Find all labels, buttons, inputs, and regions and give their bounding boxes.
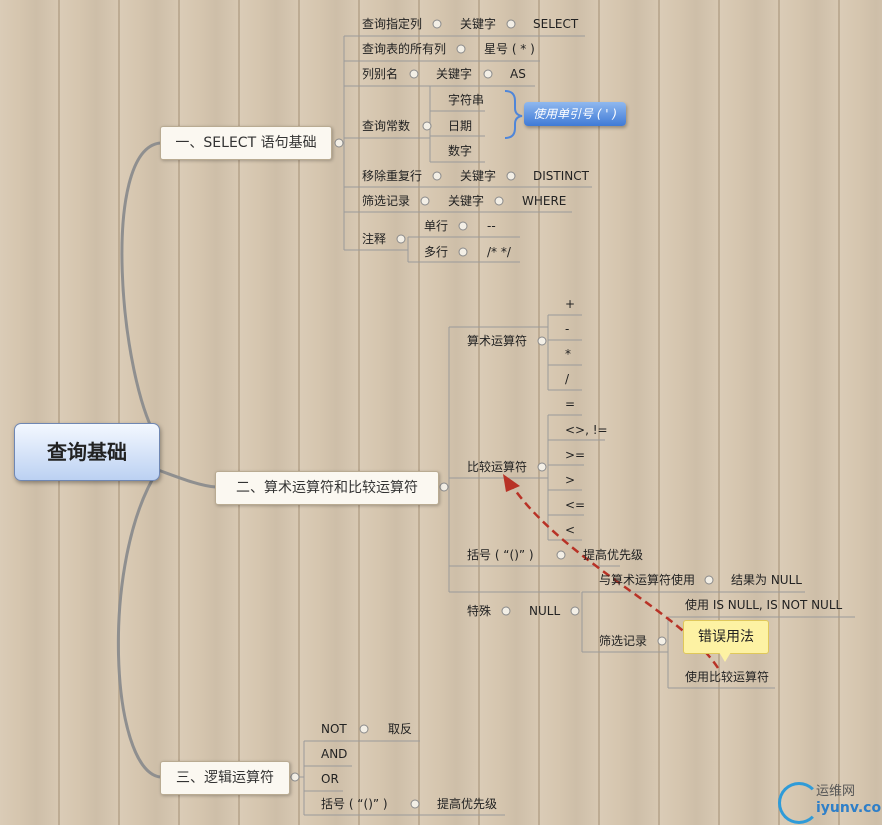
raise-priority-label[interactable]: 提高优先级	[583, 548, 644, 562]
column-alias-label[interactable]: 列别名	[362, 67, 399, 81]
query-constants-label[interactable]: 查询常数	[362, 119, 411, 133]
minus-operator[interactable]: -	[565, 322, 570, 336]
special-label[interactable]: 特殊	[467, 604, 492, 618]
asterisk-label[interactable]: 星号 ( * )	[484, 42, 535, 56]
branch-select-basics[interactable]: 一、SELECT 语句基础	[160, 126, 332, 160]
greater-operator[interactable]: >	[565, 473, 576, 487]
select-columns-label[interactable]: 查询指定列	[362, 17, 423, 31]
keyword-label[interactable]: 关键字	[460, 169, 497, 183]
single-quote-callout[interactable]: 使用单引号 ( ' )	[524, 102, 626, 126]
remove-duplicates-label[interactable]: 移除重复行	[362, 169, 423, 183]
branch-operators[interactable]: 二、算术运算符和比较运算符	[215, 471, 439, 505]
watermark-cn: 运维网	[816, 784, 856, 799]
keyword-label[interactable]: 关键字	[448, 194, 485, 208]
is-null-label[interactable]: 使用 IS NULL, IS NOT NULL	[685, 598, 843, 612]
use-comparison-label[interactable]: 使用比较运算符	[685, 670, 770, 684]
not-equal-operator[interactable]: <>, !=	[565, 423, 608, 437]
watermark-logo: 运维网 iyunv.com	[776, 778, 882, 824]
result-null-label[interactable]: 结果为 NULL	[731, 573, 802, 587]
negation-label[interactable]: 取反	[388, 722, 413, 736]
logical-raise-priority-label[interactable]: 提高优先级	[437, 797, 498, 811]
watermark-en: iyunv.com	[816, 800, 882, 816]
where-keyword[interactable]: WHERE	[522, 194, 567, 208]
parentheses-label[interactable]: 括号 ( “()” )	[467, 548, 534, 562]
not-keyword[interactable]: NOT	[321, 722, 347, 736]
less-equal-operator[interactable]: <=	[565, 498, 586, 512]
equal-operator[interactable]: =	[565, 397, 576, 411]
root-node[interactable]: 查询基础	[14, 423, 160, 481]
logo-ring-icon	[778, 782, 820, 824]
filter-records-label[interactable]: 筛选记录	[362, 194, 411, 208]
keyword-label[interactable]: 关键字	[460, 17, 497, 31]
single-line-syntax[interactable]: --	[487, 219, 496, 233]
comparison-operators-label[interactable]: 比较运算符	[467, 460, 528, 474]
with-arithmetic-label[interactable]: 与算术运算符使用	[599, 573, 696, 587]
divide-operator[interactable]: /	[565, 372, 570, 386]
greater-equal-operator[interactable]: >=	[565, 448, 586, 462]
multi-line-syntax[interactable]: /* */	[487, 245, 511, 259]
date-constant[interactable]: 日期	[448, 119, 473, 133]
note-tail	[719, 652, 731, 662]
and-keyword[interactable]: AND	[321, 747, 348, 761]
less-operator[interactable]: <	[565, 523, 576, 537]
null-label[interactable]: NULL	[529, 604, 561, 618]
filter-records-null-label[interactable]: 筛选记录	[599, 634, 648, 648]
string-constant[interactable]: 字符串	[448, 93, 485, 107]
multi-line-label[interactable]: 多行	[424, 245, 449, 259]
logical-parentheses-label[interactable]: 括号 ( “()” )	[321, 797, 388, 811]
number-constant[interactable]: 数字	[448, 144, 473, 158]
plus-operator[interactable]: +	[565, 297, 576, 311]
select-all-columns-label[interactable]: 查询表的所有列	[362, 42, 447, 56]
keyword-label[interactable]: 关键字	[436, 67, 473, 81]
single-line-label[interactable]: 单行	[424, 219, 449, 233]
select-keyword[interactable]: SELECT	[533, 17, 579, 31]
multiply-operator[interactable]: *	[565, 347, 571, 361]
branch-logical-operators[interactable]: 三、逻辑运算符	[160, 761, 290, 795]
wrong-usage-note[interactable]: 错误用法	[683, 620, 769, 654]
as-keyword[interactable]: AS	[510, 67, 526, 81]
or-keyword[interactable]: OR	[321, 772, 339, 786]
comment-label[interactable]: 注释	[362, 232, 387, 246]
arithmetic-operators-label[interactable]: 算术运算符	[467, 334, 528, 348]
distinct-keyword[interactable]: DISTINCT	[533, 169, 589, 183]
